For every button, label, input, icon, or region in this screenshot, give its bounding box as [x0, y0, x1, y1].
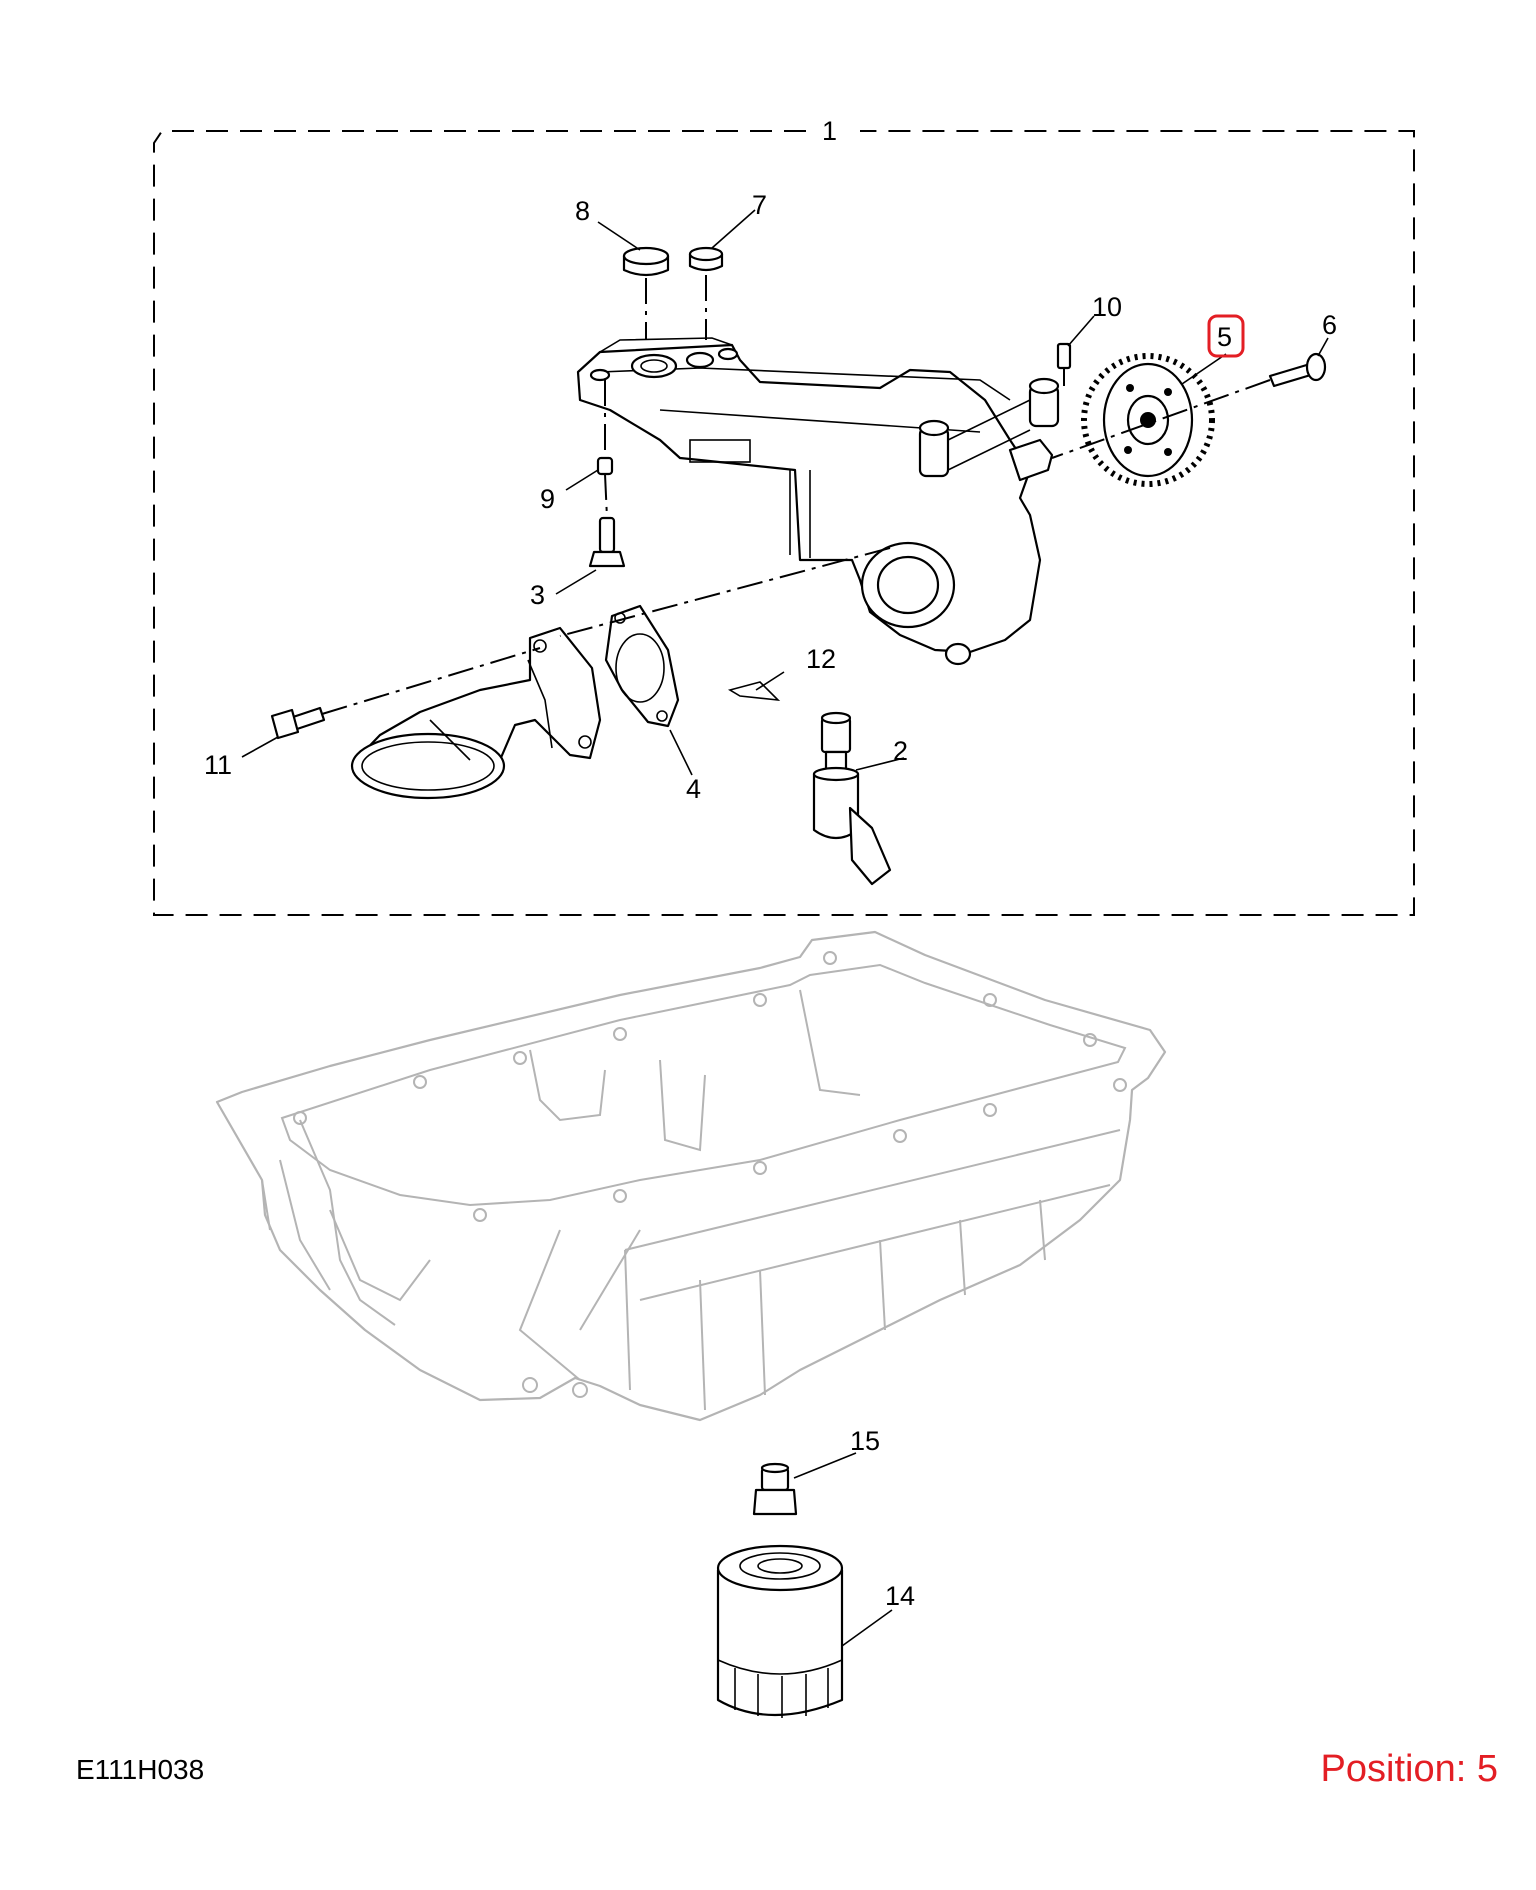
oil-pump-body [576, 337, 1060, 666]
callouts: 1 8 7 10 5 6 9 3 12 2 11 4 15 14 [204, 116, 1337, 1611]
position-label: Position: 5 [1320, 1748, 1498, 1790]
part-5-gear [1081, 353, 1215, 487]
part-3-bolt [588, 516, 626, 568]
part-12-clip [727, 681, 781, 702]
part-10-dowel [1056, 342, 1072, 370]
leader-lines [241, 209, 1329, 1647]
callout-14: 14 [885, 1581, 915, 1611]
oil-pickup-pipe [350, 626, 602, 800]
callout-15: 15 [850, 1426, 880, 1456]
part-9-dowel [596, 456, 614, 476]
diagram-code: E111H038 [76, 1754, 205, 1785]
callout-6: 6 [1322, 310, 1337, 340]
part-6-bolt [1268, 352, 1327, 388]
callout-2: 2 [893, 736, 908, 766]
callout-3: 3 [530, 580, 545, 610]
part-11-bolt [270, 706, 326, 740]
callout-11: 11 [204, 750, 232, 780]
part-14-oil-filter [716, 1544, 844, 1718]
highlight-box [1207, 314, 1245, 358]
callout-7: 7 [752, 190, 767, 220]
callout-8: 8 [575, 196, 590, 226]
callout-5: 5 [1217, 322, 1232, 352]
callout-12: 12 [806, 644, 836, 674]
oil-pan [215, 930, 1167, 1422]
kit-border [153, 130, 1415, 916]
part-15-drain-plug [752, 1462, 798, 1516]
part-7-plug [688, 246, 724, 272]
callout-4: 4 [686, 774, 701, 804]
callout-1: 1 [822, 116, 837, 146]
part-4-gasket [604, 604, 680, 728]
part-2-valve [812, 711, 892, 886]
callout-10: 10 [1092, 292, 1122, 322]
part-8-plug [622, 246, 670, 277]
assembly-lines [321, 275, 1271, 715]
callout-9: 9 [540, 484, 555, 514]
